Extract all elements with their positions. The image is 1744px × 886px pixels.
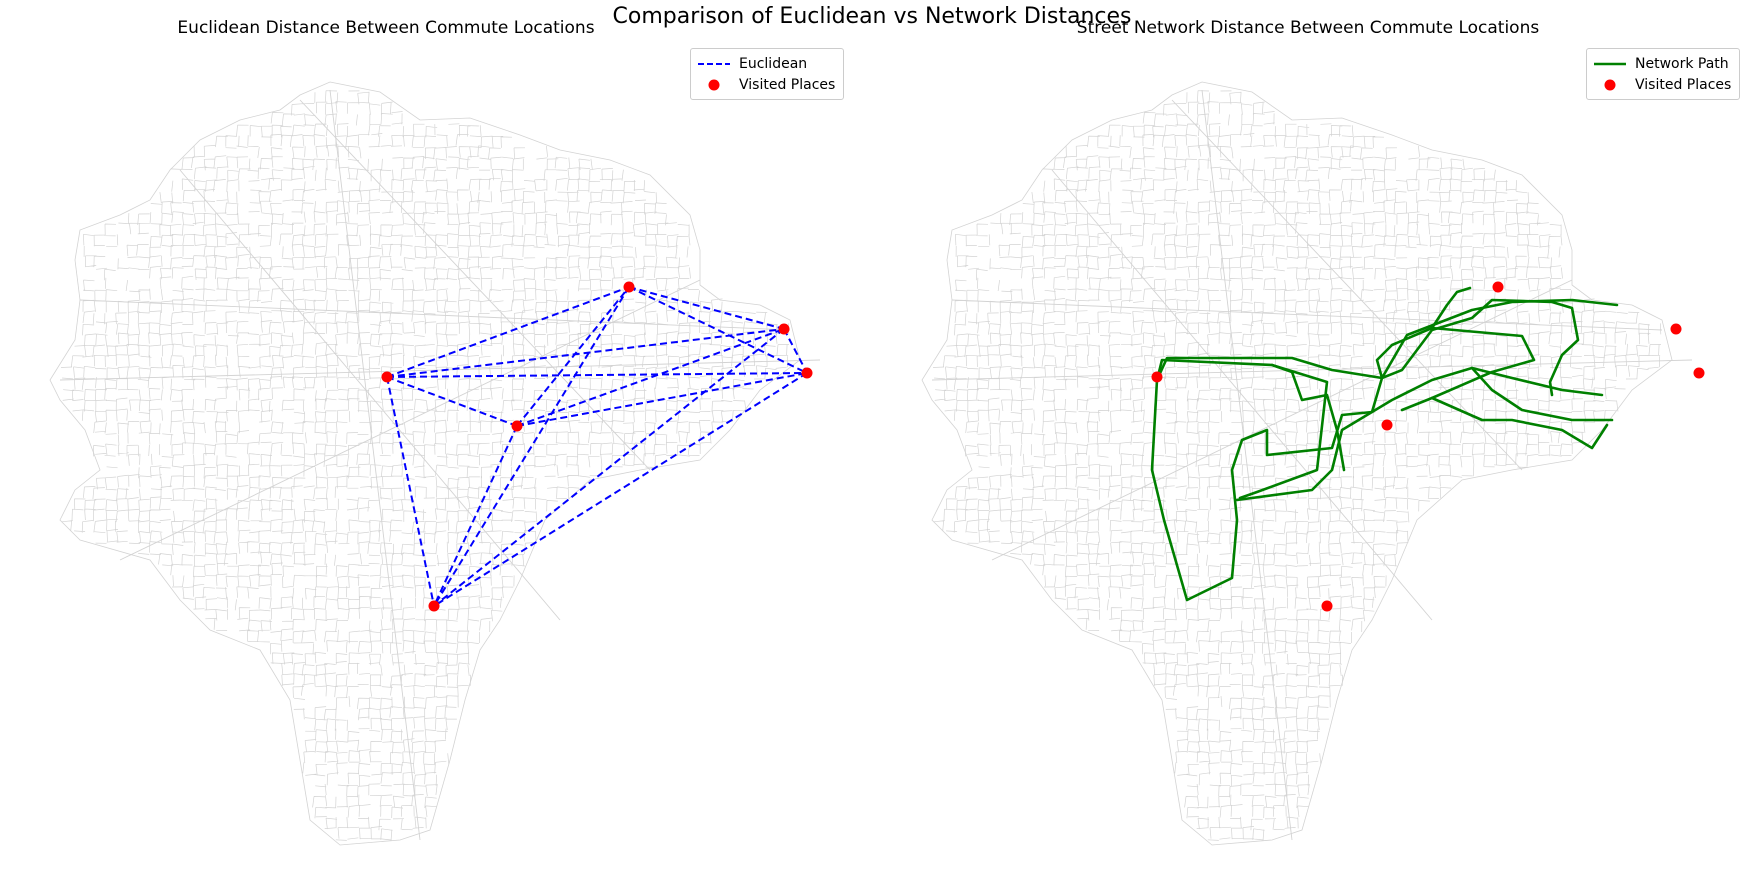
street-network-layer (921, 81, 1693, 846)
network-path (1150, 376, 1384, 602)
arterial-road (79, 299, 791, 331)
euclidean-panel-title: Euclidean Distance Between Commute Locat… (177, 18, 595, 38)
visited-place-marker (778, 323, 790, 335)
euclidean-line (433, 328, 785, 607)
network-path (1430, 396, 1609, 450)
euclidean-line (386, 376, 435, 607)
network-path (1375, 326, 1536, 412)
arterial-road (59, 359, 821, 381)
arterial-road (1051, 169, 1433, 621)
visited-place-marker (1693, 367, 1705, 379)
solid-line-swatch (1594, 62, 1626, 65)
arterial-road (991, 279, 1573, 561)
network-paths-layer (1150, 286, 1619, 602)
visited-place-marker (1151, 371, 1163, 383)
euclidean-line (386, 328, 785, 378)
euclidean-line (516, 286, 630, 427)
legend-item-visited-places: Visited Places (697, 74, 835, 95)
arterial-road (951, 299, 1663, 331)
legend-label: Network Path (1635, 55, 1729, 72)
euclidean-line (433, 372, 808, 607)
network-path (1270, 363, 1346, 472)
dashed-line-swatch (698, 62, 730, 65)
arterial-road (1171, 99, 1523, 471)
network-path (1155, 358, 1329, 500)
euclidean-line (628, 286, 785, 330)
euclidean-panel: Euclidean Distance Between Commute Locat… (49, 18, 845, 846)
euclidean-map (49, 81, 821, 846)
network-panel: Street Network Distance Between Commute … (872, 0, 1744, 886)
network-path (1380, 298, 1619, 380)
legend-label: Euclidean (739, 55, 808, 72)
network-path (1430, 286, 1472, 330)
euclidean-line (516, 328, 785, 427)
network-legend: Network Path Visited Places (1586, 48, 1741, 100)
euclidean-line (386, 376, 518, 427)
visited-place-marker (1381, 419, 1393, 431)
arterial-road (931, 359, 1693, 381)
city-boundary (921, 81, 1673, 846)
city-boundary (49, 81, 801, 846)
street-grid (932, 90, 1662, 841)
legend-item-visited-places: Visited Places (1593, 74, 1731, 95)
euclidean-line (433, 425, 518, 607)
arterial-road (299, 99, 651, 471)
marker-swatch (708, 79, 720, 90)
street-network-layer (49, 81, 821, 846)
arterial-road (1201, 89, 1293, 841)
network-path (1155, 356, 1384, 382)
visited-place-marker (623, 281, 635, 293)
visited-place-marker (1670, 323, 1682, 335)
euclidean-line (386, 286, 630, 378)
marker-swatch (1604, 79, 1616, 90)
visited-place-marker (511, 420, 523, 432)
visited-place-marker (1321, 600, 1333, 612)
euclidean-line (433, 286, 630, 607)
legend-label: Visited Places (1635, 76, 1732, 93)
figure-title: Comparison of Euclidean vs Network Dista… (612, 4, 1132, 29)
network-map (921, 81, 1705, 846)
legend-item-network-path: Network Path (1593, 53, 1731, 74)
visited-place-marker (381, 371, 393, 383)
euclidean-line (516, 372, 808, 427)
arterial-road (119, 279, 701, 561)
arterial-road (179, 169, 561, 621)
legend-label: Visited Places (739, 76, 836, 93)
visited-place-marker (428, 600, 440, 612)
visited-place-marker (1492, 281, 1504, 293)
network-path (1235, 366, 1604, 502)
euclidean-line (783, 328, 808, 374)
network-panel-title: Street Network Distance Between Commute … (1076, 18, 1540, 38)
street-grid (60, 90, 790, 841)
euclidean-lines-layer (386, 286, 808, 607)
euclidean-legend: Euclidean Visited Places (690, 48, 845, 100)
visited-place-marker (801, 367, 813, 379)
legend-item-euclidean: Euclidean (697, 53, 835, 74)
visited-places-layer (381, 281, 813, 612)
network-path (1470, 366, 1614, 422)
network-path (1380, 298, 1580, 397)
arterial-road (329, 89, 421, 841)
visited-places-layer (1151, 281, 1705, 612)
euclidean-line (386, 372, 808, 378)
